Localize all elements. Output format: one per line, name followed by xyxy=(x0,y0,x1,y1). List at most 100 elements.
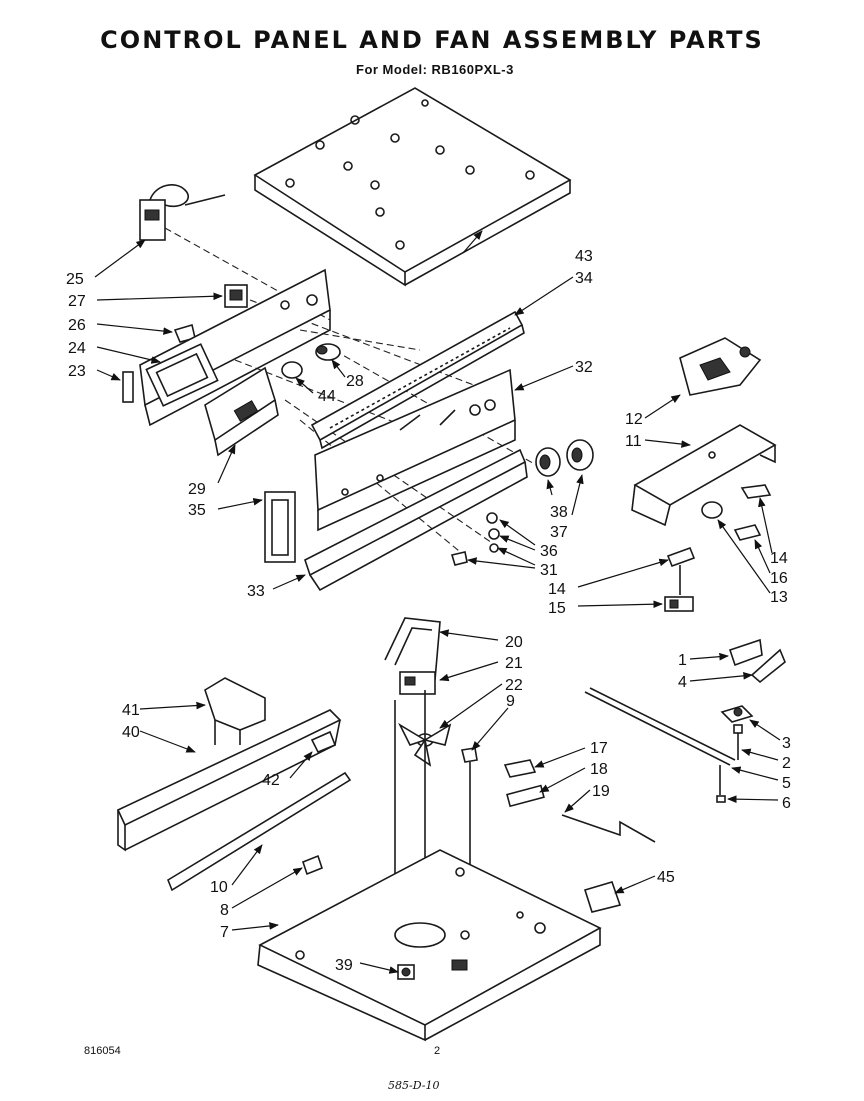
leader-42 xyxy=(289,751,313,779)
leader-12 xyxy=(644,394,681,419)
callout-37: 37 xyxy=(550,524,568,541)
top-cover-plate xyxy=(253,87,572,287)
leader-13 xyxy=(717,519,771,594)
part-6 xyxy=(716,795,726,803)
callout-22: 22 xyxy=(505,677,523,694)
handwritten-note: 585-D-10 xyxy=(388,1079,440,1092)
callout-31: 31 xyxy=(540,562,558,579)
leader-6 xyxy=(727,795,779,804)
callout-20: 20 xyxy=(505,634,523,651)
callout-10: 10 xyxy=(210,879,228,896)
callout-16: 16 xyxy=(770,570,788,587)
callout-44: 44 xyxy=(318,388,336,405)
leader-31a xyxy=(497,547,536,566)
leader-22 xyxy=(439,683,503,729)
part-3 xyxy=(720,705,754,723)
clip-23 xyxy=(122,371,134,403)
callout-45: 45 xyxy=(657,869,675,886)
callout-35: 35 xyxy=(188,502,206,519)
model-subtitle: For Model: RB160PXL-3 xyxy=(356,62,514,77)
control-panel-bracket xyxy=(139,268,331,427)
callout-4: 4 xyxy=(678,674,687,691)
callout-36: 36 xyxy=(540,543,558,560)
glass-panel-32 xyxy=(314,368,516,532)
part-44 xyxy=(281,361,303,379)
callout-2: 2 xyxy=(782,755,791,772)
callout-15: 15 xyxy=(548,600,566,617)
callout-14-upper: 14 xyxy=(770,550,788,567)
callout-12: 12 xyxy=(625,411,643,428)
callout-33: 33 xyxy=(247,583,265,600)
leader-9 xyxy=(471,707,509,751)
callout-32: 32 xyxy=(575,359,593,376)
leader-40 xyxy=(139,730,196,753)
leader-32 xyxy=(514,365,574,391)
leader-39 xyxy=(359,962,399,974)
page-number: 2 xyxy=(434,1045,441,1057)
callout-24: 24 xyxy=(68,340,86,357)
callout-1: 1 xyxy=(678,652,687,669)
strip-35 xyxy=(264,491,296,563)
switch-25 xyxy=(139,184,226,241)
part-39 xyxy=(397,964,415,980)
side-panel-40 xyxy=(116,709,342,852)
part-9 xyxy=(461,747,478,870)
callout-41: 41 xyxy=(122,702,140,719)
knob-28 xyxy=(315,343,341,361)
part-45 xyxy=(583,881,622,913)
part-42 xyxy=(310,730,337,754)
leader-25 xyxy=(94,239,146,278)
leader-14-upper xyxy=(758,497,773,554)
leader-15 xyxy=(577,600,663,609)
rail-33 xyxy=(304,448,528,592)
part-17 xyxy=(503,759,537,778)
part-4 xyxy=(750,648,786,684)
base-plate-7 xyxy=(257,849,602,1042)
part-8 xyxy=(302,854,323,876)
timer-12 xyxy=(679,337,762,396)
leader-5 xyxy=(731,766,779,781)
leader-29 xyxy=(217,444,236,484)
callout-17: 17 xyxy=(590,740,608,757)
leader-16 xyxy=(754,539,771,574)
leader-1 xyxy=(689,652,729,661)
knob-38 xyxy=(535,447,561,477)
part-14-lower xyxy=(666,546,696,595)
part-18 xyxy=(506,784,545,808)
leader-7 xyxy=(231,922,279,931)
callout-40: 40 xyxy=(122,724,140,741)
leader-11 xyxy=(644,439,691,448)
strip-10 xyxy=(167,771,352,892)
leader-21 xyxy=(439,661,499,682)
motor-21 xyxy=(399,671,436,695)
leader-28 xyxy=(331,359,346,378)
leader-19 xyxy=(564,789,591,813)
page-title: CONTROL PANEL AND FAN ASSEMBLY PARTS xyxy=(100,26,764,54)
callout-39: 39 xyxy=(335,957,353,974)
leader-18 xyxy=(539,767,586,793)
leader-36b xyxy=(499,535,536,551)
leader-41 xyxy=(139,701,206,710)
part-16 xyxy=(733,524,762,541)
leader-45 xyxy=(614,875,656,894)
callout-19: 19 xyxy=(592,783,610,800)
leader-3 xyxy=(749,719,781,741)
fan-blade-22 xyxy=(394,690,452,930)
part-2 xyxy=(733,724,743,760)
callout-28: 28 xyxy=(346,373,364,390)
callout-38: 38 xyxy=(550,504,568,521)
part-1 xyxy=(728,638,763,667)
rail-34 xyxy=(310,310,525,450)
callout-43: 43 xyxy=(575,248,593,265)
leader-44 xyxy=(295,377,314,394)
leader-24 xyxy=(96,346,161,364)
callout-25: 25 xyxy=(66,271,84,288)
callout-11: 11 xyxy=(625,433,642,450)
callout-26: 26 xyxy=(68,317,86,334)
leader-35 xyxy=(217,497,263,510)
knob-37 xyxy=(566,439,594,471)
callout-29: 29 xyxy=(188,481,206,498)
leader-34 xyxy=(514,276,574,316)
leader-2 xyxy=(741,748,779,761)
